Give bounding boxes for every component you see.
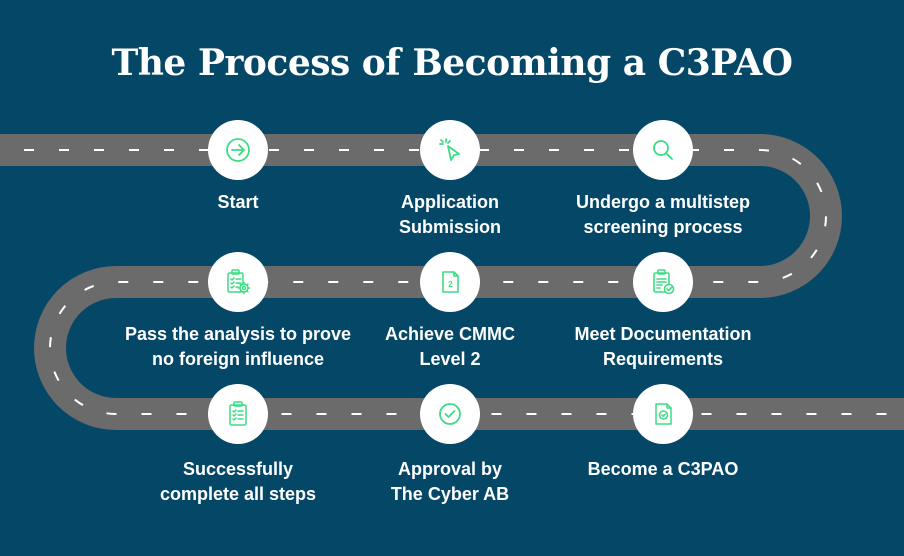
arrow-right-circle-icon [226,138,250,162]
step-start-label: Start [217,192,259,212]
step-screening-node [633,120,693,180]
page-title: The Process of Becoming a C3PAO [111,42,793,84]
document-level-2-icon: 2 [442,271,459,293]
document-check-icon [655,403,672,425]
clipboard-check-icon [653,269,675,295]
step-application-node [420,120,480,180]
search-icon [653,140,673,160]
step-become-c3pao-node [633,384,693,444]
svg-text:2: 2 [448,280,453,289]
checklist-icon [229,401,247,426]
step-start-node [208,120,268,180]
cursor-click-icon [439,138,460,161]
step-documentation-node [633,252,693,312]
step-become-c3pao-label: Become a C3PAO [587,459,739,479]
check-circle-icon [439,403,461,425]
checklist-gear-icon [227,269,251,295]
step-cmmc-node: 2 [420,252,480,312]
step-complete-node [208,384,268,444]
step-foreign-influence-node [208,252,268,312]
step-approval-node [420,384,480,444]
